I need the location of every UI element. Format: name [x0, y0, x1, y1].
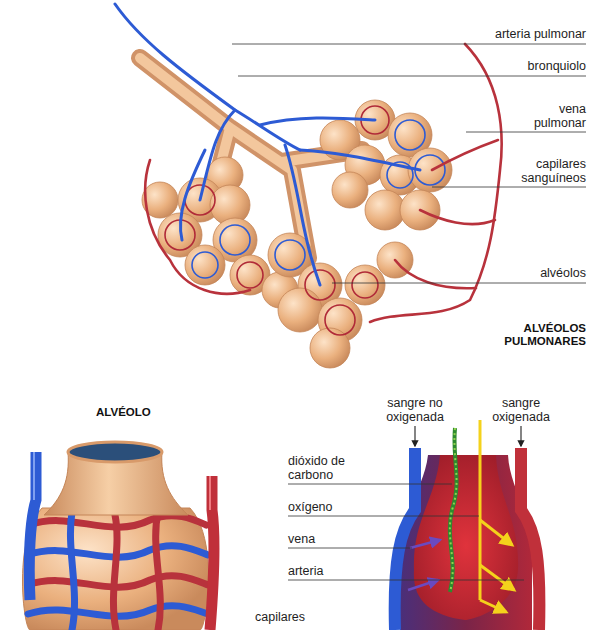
label-box: alvéolos — [466, 266, 586, 280]
carbon-dioxide-stream — [450, 428, 457, 592]
flow-arrow — [414, 426, 415, 446]
oxygen-arrow — [480, 600, 506, 612]
carbon-dioxide-dots — [450, 428, 457, 592]
tube-highlight — [209, 476, 211, 510]
part-label: bronquiolo — [528, 59, 586, 73]
vessel — [260, 118, 375, 125]
vessel — [145, 160, 250, 294]
flow-arrow — [520, 426, 521, 446]
part-label: arteria — [288, 564, 323, 578]
oxygen-arrow — [480, 520, 512, 545]
leader-lines — [232, 44, 586, 283]
vein-tube — [395, 448, 415, 630]
vessel — [432, 140, 498, 170]
label-box: ALVÉOLO — [96, 406, 186, 419]
part-label: arteria pulmonar — [495, 27, 586, 41]
oxygen-stream — [479, 420, 482, 600]
label-box: capilares sanguíneos — [508, 157, 586, 185]
leader-line — [288, 580, 524, 581]
alveolus — [278, 288, 322, 332]
part-label: dióxido de carbono — [288, 454, 345, 482]
leader-line — [238, 76, 586, 77]
alveoli-cluster — [142, 100, 452, 368]
part-label: vena pulmonar — [534, 102, 586, 130]
vessel — [370, 44, 502, 322]
figure-title: ALVÉOLOS PULMONARES — [504, 322, 586, 347]
alveolus — [365, 190, 405, 230]
capillary-net — [325, 305, 355, 335]
leader-line — [332, 283, 586, 284]
label-box: capilares — [255, 610, 345, 624]
oxygen-arrow — [480, 565, 514, 590]
blue-vessels — [115, 4, 420, 285]
vessel — [200, 110, 235, 200]
label-box: sangre no oxigenada — [372, 396, 458, 424]
artery-tube — [210, 476, 214, 630]
vessel — [395, 260, 476, 288]
part-label: sangre oxigenada — [492, 396, 550, 424]
capillary — [28, 606, 208, 617]
part-label: vena — [288, 532, 315, 546]
leader-line — [466, 132, 586, 133]
tube-highlight — [33, 452, 35, 500]
part-label: alvéolos — [540, 266, 586, 280]
capillary — [113, 515, 117, 630]
capillary-net — [192, 252, 218, 278]
label-box: vena pulmonar — [516, 102, 586, 130]
artery-tube — [521, 448, 539, 630]
leader-line — [288, 484, 452, 485]
label-box: arteria — [288, 564, 370, 578]
label-box: vena — [288, 532, 370, 546]
figure-title: ALVÉOLO — [96, 406, 151, 418]
label-box: oxígeno — [288, 500, 370, 514]
vessel — [285, 145, 320, 285]
vein-tube — [29, 452, 36, 600]
capillary-net — [352, 272, 378, 298]
label-box: dióxido de carbono — [288, 454, 370, 482]
vessel — [300, 150, 420, 170]
label-box: ALVÉOLOS PULMONARES — [476, 322, 586, 348]
capillary-net — [237, 262, 263, 288]
vessel — [115, 4, 300, 150]
capillary — [156, 512, 161, 630]
diffusion-arrow — [408, 580, 438, 590]
label-box: sangre oxigenada — [478, 396, 564, 424]
label-box: bronquiolo — [466, 59, 586, 73]
capillary-net — [275, 240, 305, 270]
part-label: capilares sanguíneos — [521, 157, 586, 185]
label-box: arteria pulmonar — [466, 27, 586, 41]
part-label: capilares — [255, 610, 305, 624]
diffusion-arrow — [410, 540, 440, 548]
alveolus-section — [395, 420, 540, 630]
leader-line — [232, 44, 586, 45]
leader-lines — [288, 426, 524, 580]
capillary-net — [220, 225, 250, 255]
alveolus-body — [23, 508, 209, 630]
alveolus-figure — [23, 442, 215, 630]
capillaries — [165, 106, 445, 335]
alveolus — [332, 172, 368, 208]
red-vessels — [145, 44, 501, 322]
capillary-net — [395, 120, 425, 150]
alveolus-cavity — [414, 455, 518, 620]
alveolus — [185, 245, 225, 285]
leader-line — [288, 548, 412, 549]
part-label: oxígeno — [288, 500, 332, 514]
capillary — [70, 512, 74, 630]
leader-line — [288, 516, 479, 517]
alveolus-opening — [68, 442, 162, 462]
vessel — [420, 210, 495, 224]
part-label: sangre no oxigenada — [386, 396, 444, 424]
vessel — [180, 150, 205, 240]
alveolus — [345, 265, 385, 305]
leader-line — [432, 187, 586, 188]
